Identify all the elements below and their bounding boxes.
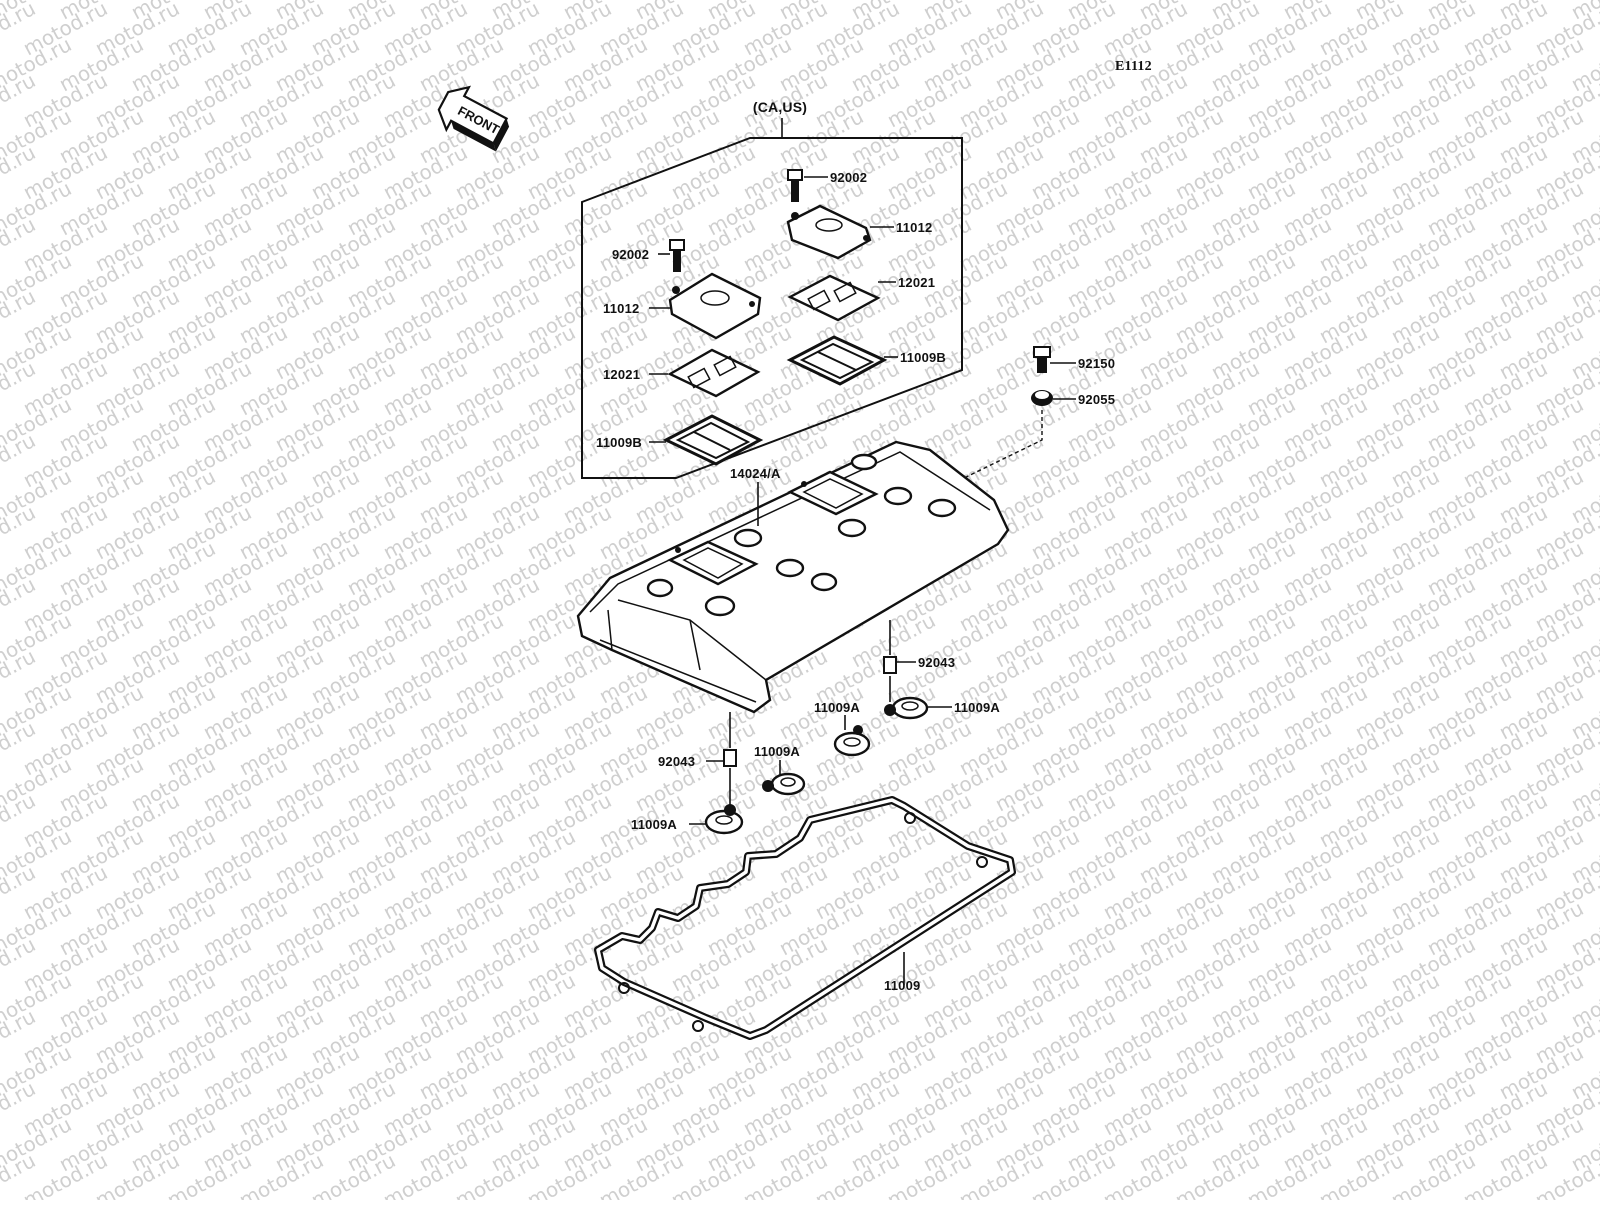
callout-11009b-left: 11009B — [596, 435, 642, 450]
bolt-92002-top — [787, 169, 803, 202]
callout-12021-right: 12021 — [898, 275, 935, 290]
dowel-92043-left — [723, 749, 737, 767]
callout-11012-top: 11012 — [896, 220, 932, 235]
callout-labels: 92002 11012 92002 11012 12021 11009B 120… — [596, 170, 1115, 993]
callout-11009b-right: 11009B — [900, 350, 946, 365]
callout-92043-left: 92043 — [658, 754, 695, 769]
group-label: (CA,US) — [753, 99, 807, 115]
bolt-92150 — [1033, 346, 1051, 373]
callout-11009a-center: 11009A — [754, 744, 800, 759]
gasket-11009b-left — [662, 414, 764, 466]
callout-92043-right: 92043 — [918, 655, 955, 670]
grommet-11009a-left — [704, 804, 744, 835]
cylinder-head-cover-14024a — [576, 440, 1010, 714]
callout-11009a-left: 11009A — [631, 817, 677, 832]
callout-11012-left: 11012 — [603, 301, 639, 316]
reed-plate-12021-right — [787, 274, 881, 322]
head-cover-gasket-11009 — [594, 796, 1016, 1040]
callout-11009: 11009 — [884, 978, 920, 993]
callout-14024a: 14024/A — [730, 466, 781, 481]
dowel-92043-right — [883, 656, 897, 674]
callout-92055: 92055 — [1078, 392, 1115, 407]
callout-11009a-mid: 11009A — [814, 700, 860, 715]
washer-92055 — [1031, 390, 1053, 406]
callout-92002-left: 92002 — [612, 247, 649, 262]
grommet-11009a-mid — [833, 725, 871, 757]
figure-code: E1112 — [1115, 59, 1152, 74]
callout-92002-top: 92002 — [830, 170, 867, 185]
reed-plate-12021-left — [667, 348, 761, 398]
ca-us-group-outline — [581, 137, 963, 479]
grommet-11009a-center — [762, 772, 806, 796]
gasket-11009b-right — [786, 335, 888, 386]
callout-12021-left: 12021 — [603, 367, 640, 382]
callout-leaders — [649, 176, 1076, 985]
callout-92150: 92150 — [1078, 356, 1115, 371]
cover-11012-top — [786, 204, 872, 260]
callout-11009a-far-right: 11009A — [954, 700, 1000, 715]
bolt-path-line — [959, 410, 1043, 481]
cover-11012-left — [668, 272, 762, 340]
bolt-92002-left — [669, 239, 685, 272]
grommet-11009a-far-right — [884, 696, 929, 720]
